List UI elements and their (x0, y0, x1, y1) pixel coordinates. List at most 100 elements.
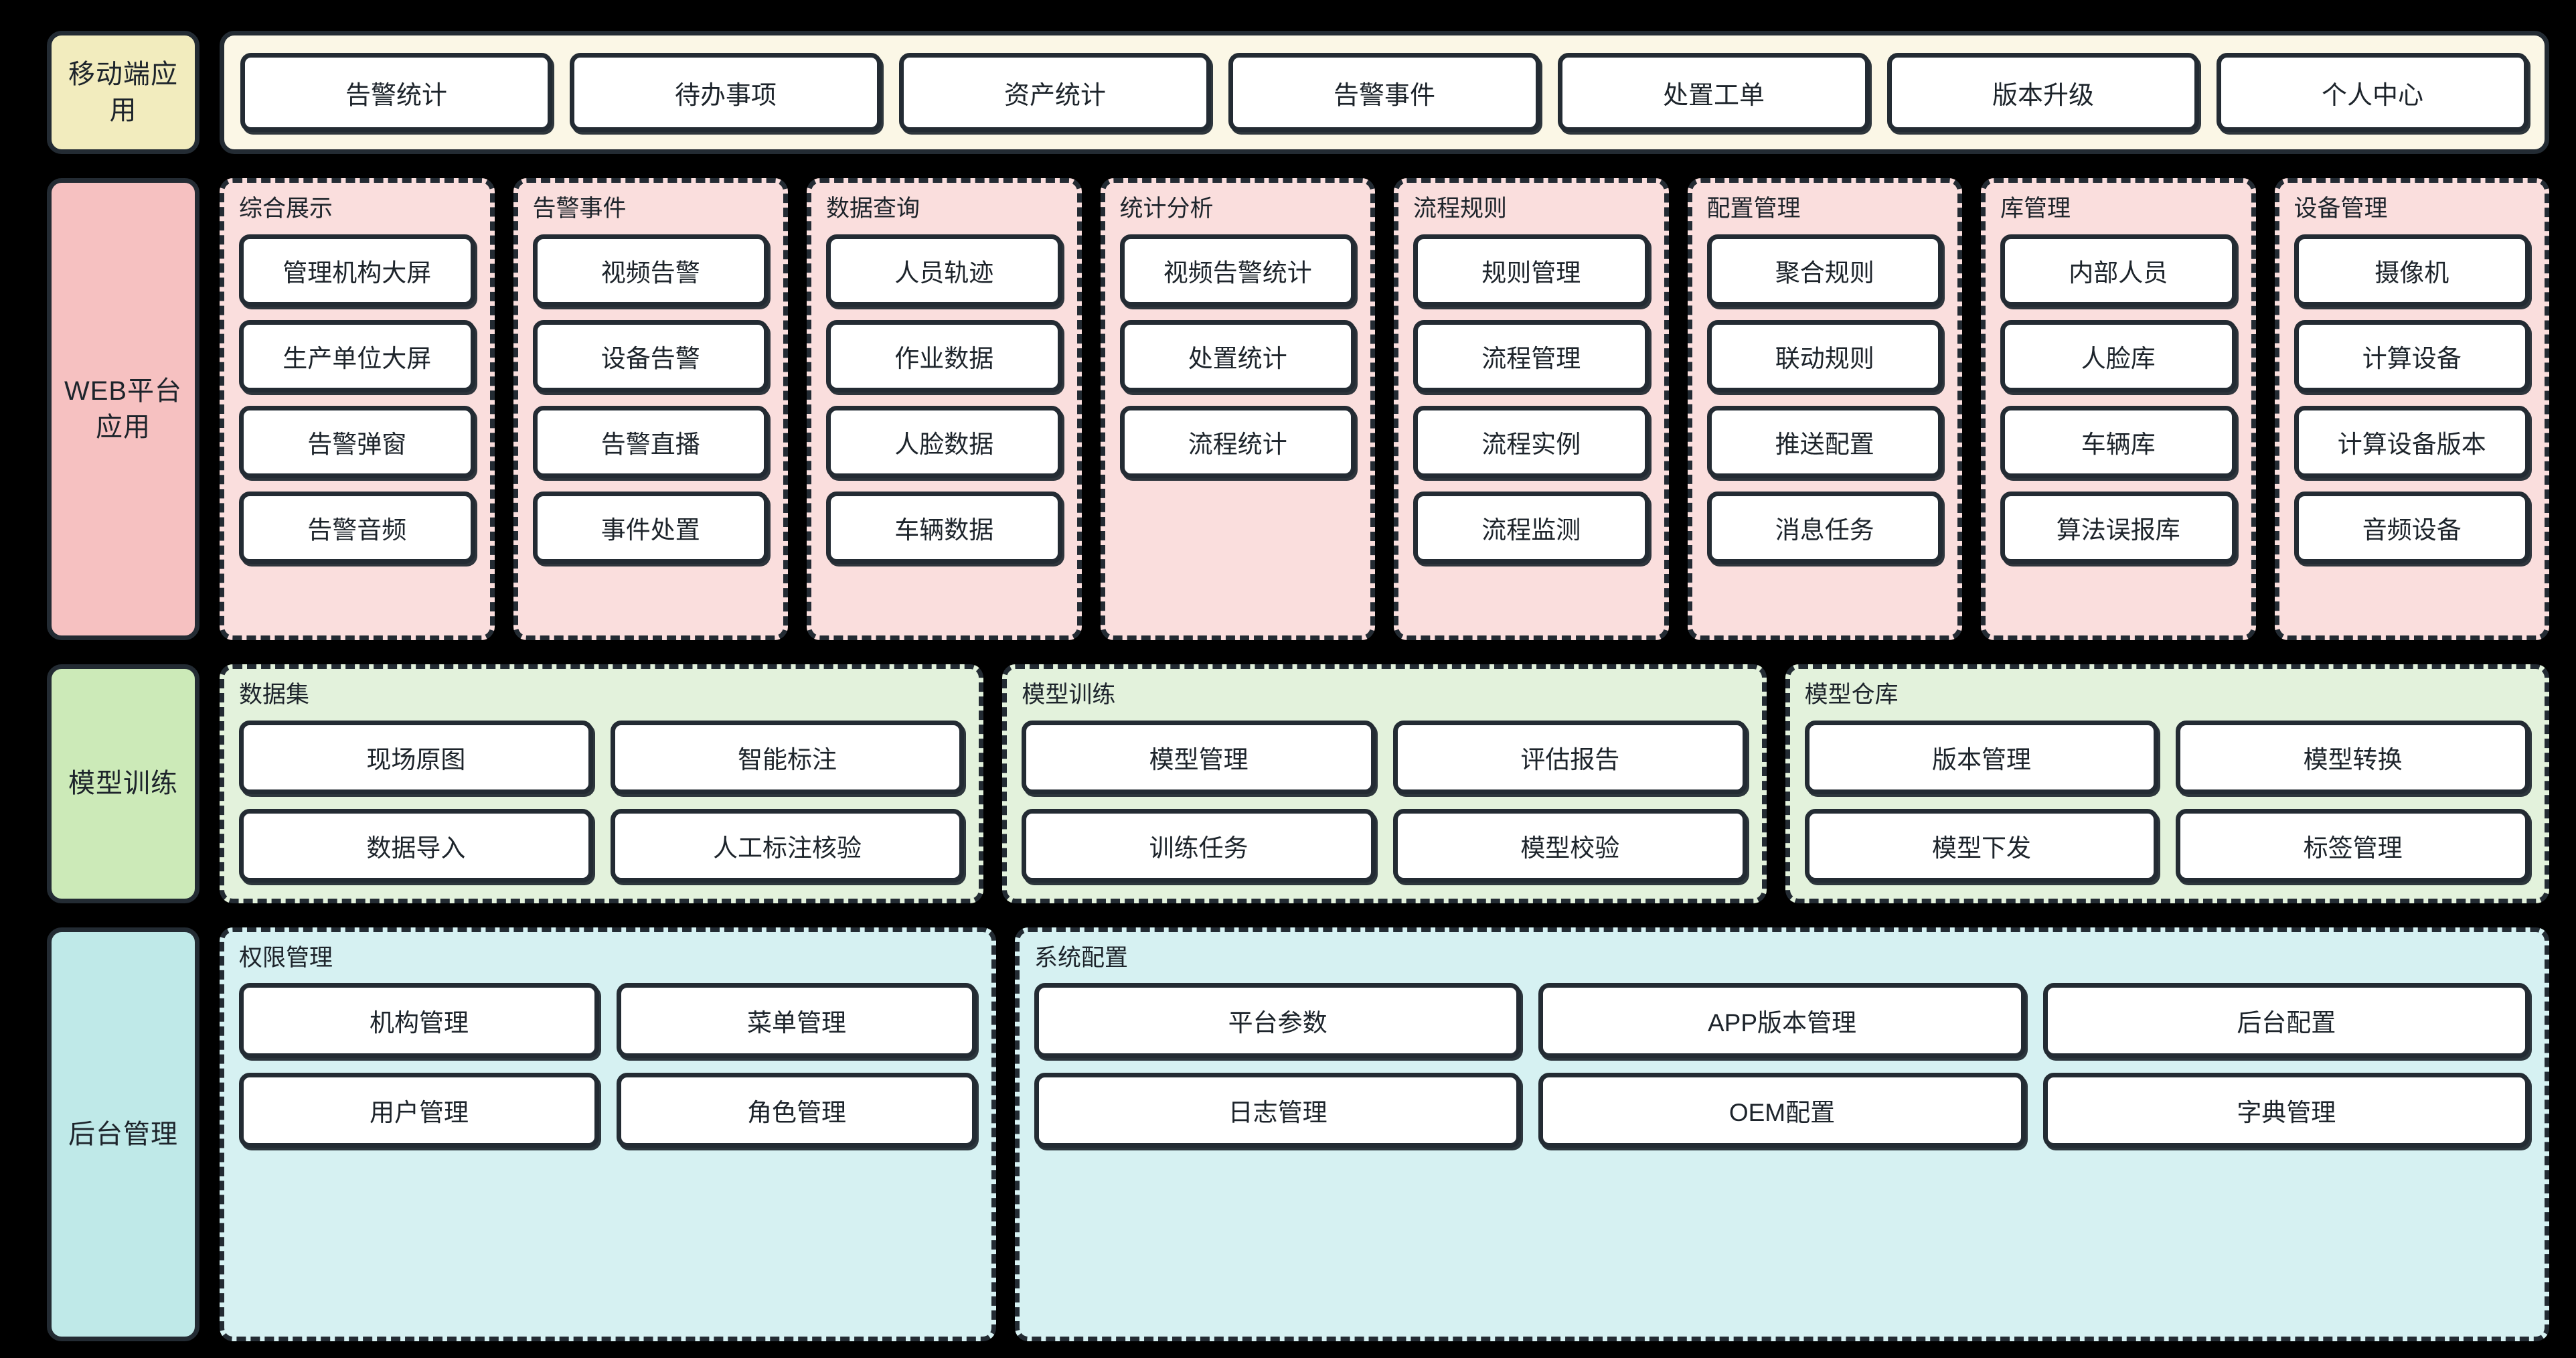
tier-label-web-text: WEB平台应用 (64, 376, 183, 442)
mobile-item-work-order[interactable]: 处置工单 (1558, 53, 1870, 132)
node-aggregation-rule[interactable]: 聚合规则 (1706, 234, 1943, 307)
node-model-conversion[interactable]: 模型转换 (2176, 720, 2530, 794)
node-vehicle-data[interactable]: 车辆数据 (826, 491, 1062, 564)
node-label: 计算设备 (2362, 344, 2462, 372)
node-version-management[interactable]: 版本管理 (1804, 720, 2159, 794)
mobile-item-alarm-statistics[interactable]: 告警统计 (240, 53, 552, 132)
node-label: 作业数据 (894, 344, 994, 372)
node-video-alarm[interactable]: 视频告警 (532, 234, 769, 307)
group-alarm-events: 告警事件 视频告警 设备告警 告警直播 事件处置 (513, 178, 788, 640)
node-face-data[interactable]: 人脸数据 (826, 405, 1062, 478)
node-label: 现场原图 (366, 745, 466, 773)
group-model-repository: 模型仓库 版本管理 模型转换 模型下发 标签管理 (1785, 664, 2549, 903)
node-label: 视频告警 (600, 258, 700, 287)
node-label: 音频设备 (2362, 516, 2462, 544)
node-evaluation-report[interactable]: 评估报告 (1392, 720, 1747, 794)
node-label: 标签管理 (2303, 834, 2403, 862)
node-process-management[interactable]: 流程管理 (1413, 319, 1649, 392)
mobile-item-todo[interactable]: 待办事项 (570, 53, 882, 132)
node-label: 聚合规则 (1775, 258, 1874, 287)
node-label: 生产单位大屏 (283, 344, 432, 372)
node-site-original-image[interactable]: 现场原图 (239, 720, 593, 794)
node-message-task[interactable]: 消息任务 (1706, 491, 1943, 564)
node-alarm-live[interactable]: 告警直播 (532, 405, 769, 478)
node-label: 管理机构大屏 (283, 258, 432, 287)
node-process-instance[interactable]: 流程实例 (1413, 405, 1649, 478)
node-org-dashboard[interactable]: 管理机构大屏 (239, 234, 475, 307)
node-operation-data[interactable]: 作业数据 (826, 319, 1062, 392)
node-internal-personnel[interactable]: 内部人员 (2000, 234, 2237, 307)
node-tag-management[interactable]: 标签管理 (2176, 808, 2530, 883)
node-handling-statistics[interactable]: 处置统计 (1119, 319, 1356, 392)
node-push-configuration[interactable]: 推送配置 (1706, 405, 1943, 478)
node-personnel-track[interactable]: 人员轨迹 (826, 234, 1062, 307)
mobile-item-version-upgrade[interactable]: 版本升级 (1887, 53, 2199, 132)
node-computing-device[interactable]: 计算设备 (2293, 319, 2530, 392)
group-dataset: 数据集 现场原图 智能标注 数据导入 人工标注核验 (220, 664, 984, 903)
node-face-library[interactable]: 人脸库 (2000, 319, 2237, 392)
node-rule-management[interactable]: 规则管理 (1413, 234, 1649, 307)
node-model-management[interactable]: 模型管理 (1022, 720, 1376, 794)
node-manual-annotation-check[interactable]: 人工标注核验 (610, 808, 965, 883)
node-linkage-rule[interactable]: 联动规则 (1706, 319, 1943, 392)
node-vehicle-library[interactable]: 车辆库 (2000, 405, 2237, 478)
node-smart-annotation[interactable]: 智能标注 (610, 720, 965, 794)
group-spacer (2294, 564, 2530, 620)
node-process-statistics[interactable]: 流程统计 (1119, 405, 1356, 478)
node-label: 规则管理 (1481, 258, 1581, 287)
mobile-item-label: 资产统计 (1003, 81, 1106, 110)
node-label: 数据导入 (366, 834, 466, 862)
node-device-alarm[interactable]: 设备告警 (532, 319, 769, 392)
node-app-version-management[interactable]: APP版本管理 (1538, 983, 2026, 1058)
tier-row-training: 模型训练 数据集 现场原图 智能标注 数据导入 人工标注核验 模型训练 模型管理… (47, 664, 2549, 903)
node-label: 智能标注 (737, 745, 837, 773)
node-data-import[interactable]: 数据导入 (239, 808, 593, 883)
node-process-monitoring[interactable]: 流程监测 (1413, 491, 1649, 564)
node-label: 人工标注核验 (712, 834, 862, 862)
group-title: 流程规则 (1413, 196, 1508, 222)
node-false-alarm-library[interactable]: 算法误报库 (2000, 491, 2237, 564)
node-role-management[interactable]: 角色管理 (617, 1073, 977, 1148)
node-dictionary-management[interactable]: 字典管理 (2042, 1073, 2530, 1148)
node-training-task[interactable]: 训练任务 (1022, 808, 1376, 883)
group-title: 设备管理 (2293, 196, 2388, 222)
node-model-deployment[interactable]: 模型下发 (1804, 808, 2159, 883)
node-label: 版本管理 (1931, 745, 2031, 773)
node-label: 车辆库 (2081, 430, 2156, 458)
mobile-item-label: 待办事项 (674, 81, 777, 110)
node-alarm-popup[interactable]: 告警弹窗 (239, 405, 475, 478)
node-label: 评估报告 (1520, 745, 1620, 773)
node-model-verification[interactable]: 模型校验 (1392, 808, 1747, 883)
node-computing-device-version[interactable]: 计算设备版本 (2293, 405, 2530, 478)
tier-label-web: WEB平台应用 (47, 178, 199, 640)
node-video-alarm-statistics[interactable]: 视频告警统计 (1119, 234, 1356, 307)
node-alarm-audio[interactable]: 告警音频 (239, 491, 475, 564)
tier-row-web: WEB平台应用 综合展示 管理机构大屏 生产单位大屏 告警弹窗 告警音频 告警事… (47, 178, 2549, 640)
node-label: 内部人员 (2069, 258, 2168, 287)
node-label: 菜单管理 (747, 1009, 846, 1037)
node-event-handling[interactable]: 事件处置 (532, 491, 769, 564)
node-label: 联动规则 (1775, 344, 1874, 372)
mobile-item-asset-statistics[interactable]: 资产统计 (899, 53, 1211, 132)
node-backend-configuration[interactable]: 后台配置 (2042, 983, 2530, 1058)
node-audio-device[interactable]: 音频设备 (2293, 491, 2530, 564)
group-title: 模型训练 (1022, 682, 1116, 708)
mobile-item-alarm-events[interactable]: 告警事件 (1228, 53, 1540, 132)
node-log-management[interactable]: 日志管理 (1034, 1073, 1522, 1148)
node-menu-management[interactable]: 菜单管理 (617, 983, 977, 1058)
node-label: 模型管理 (1149, 745, 1249, 773)
mobile-item-personal-center[interactable]: 个人中心 (2217, 53, 2528, 132)
group-spacer (533, 564, 769, 620)
node-user-management[interactable]: 用户管理 (239, 1073, 599, 1148)
group-model-training: 模型训练 模型管理 评估报告 训练任务 模型校验 (1002, 664, 1767, 903)
mobile-item-label: 处置工单 (1662, 81, 1765, 110)
node-platform-parameters[interactable]: 平台参数 (1034, 983, 1522, 1058)
node-oem-configuration[interactable]: OEM配置 (1538, 1073, 2026, 1148)
node-organization-management[interactable]: 机构管理 (239, 983, 599, 1058)
node-camera[interactable]: 摄像机 (2293, 234, 2530, 307)
node-label: APP版本管理 (1707, 1009, 1857, 1037)
node-production-dashboard[interactable]: 生产单位大屏 (239, 319, 475, 392)
node-label: 算法误报库 (2056, 516, 2180, 544)
group-device-management: 设备管理 摄像机 计算设备 计算设备版本 音频设备 (2274, 178, 2549, 640)
group-system-configuration: 系统配置 平台参数 APP版本管理 后台配置 日志管理 OEM配置 字典管理 (1015, 927, 2549, 1341)
